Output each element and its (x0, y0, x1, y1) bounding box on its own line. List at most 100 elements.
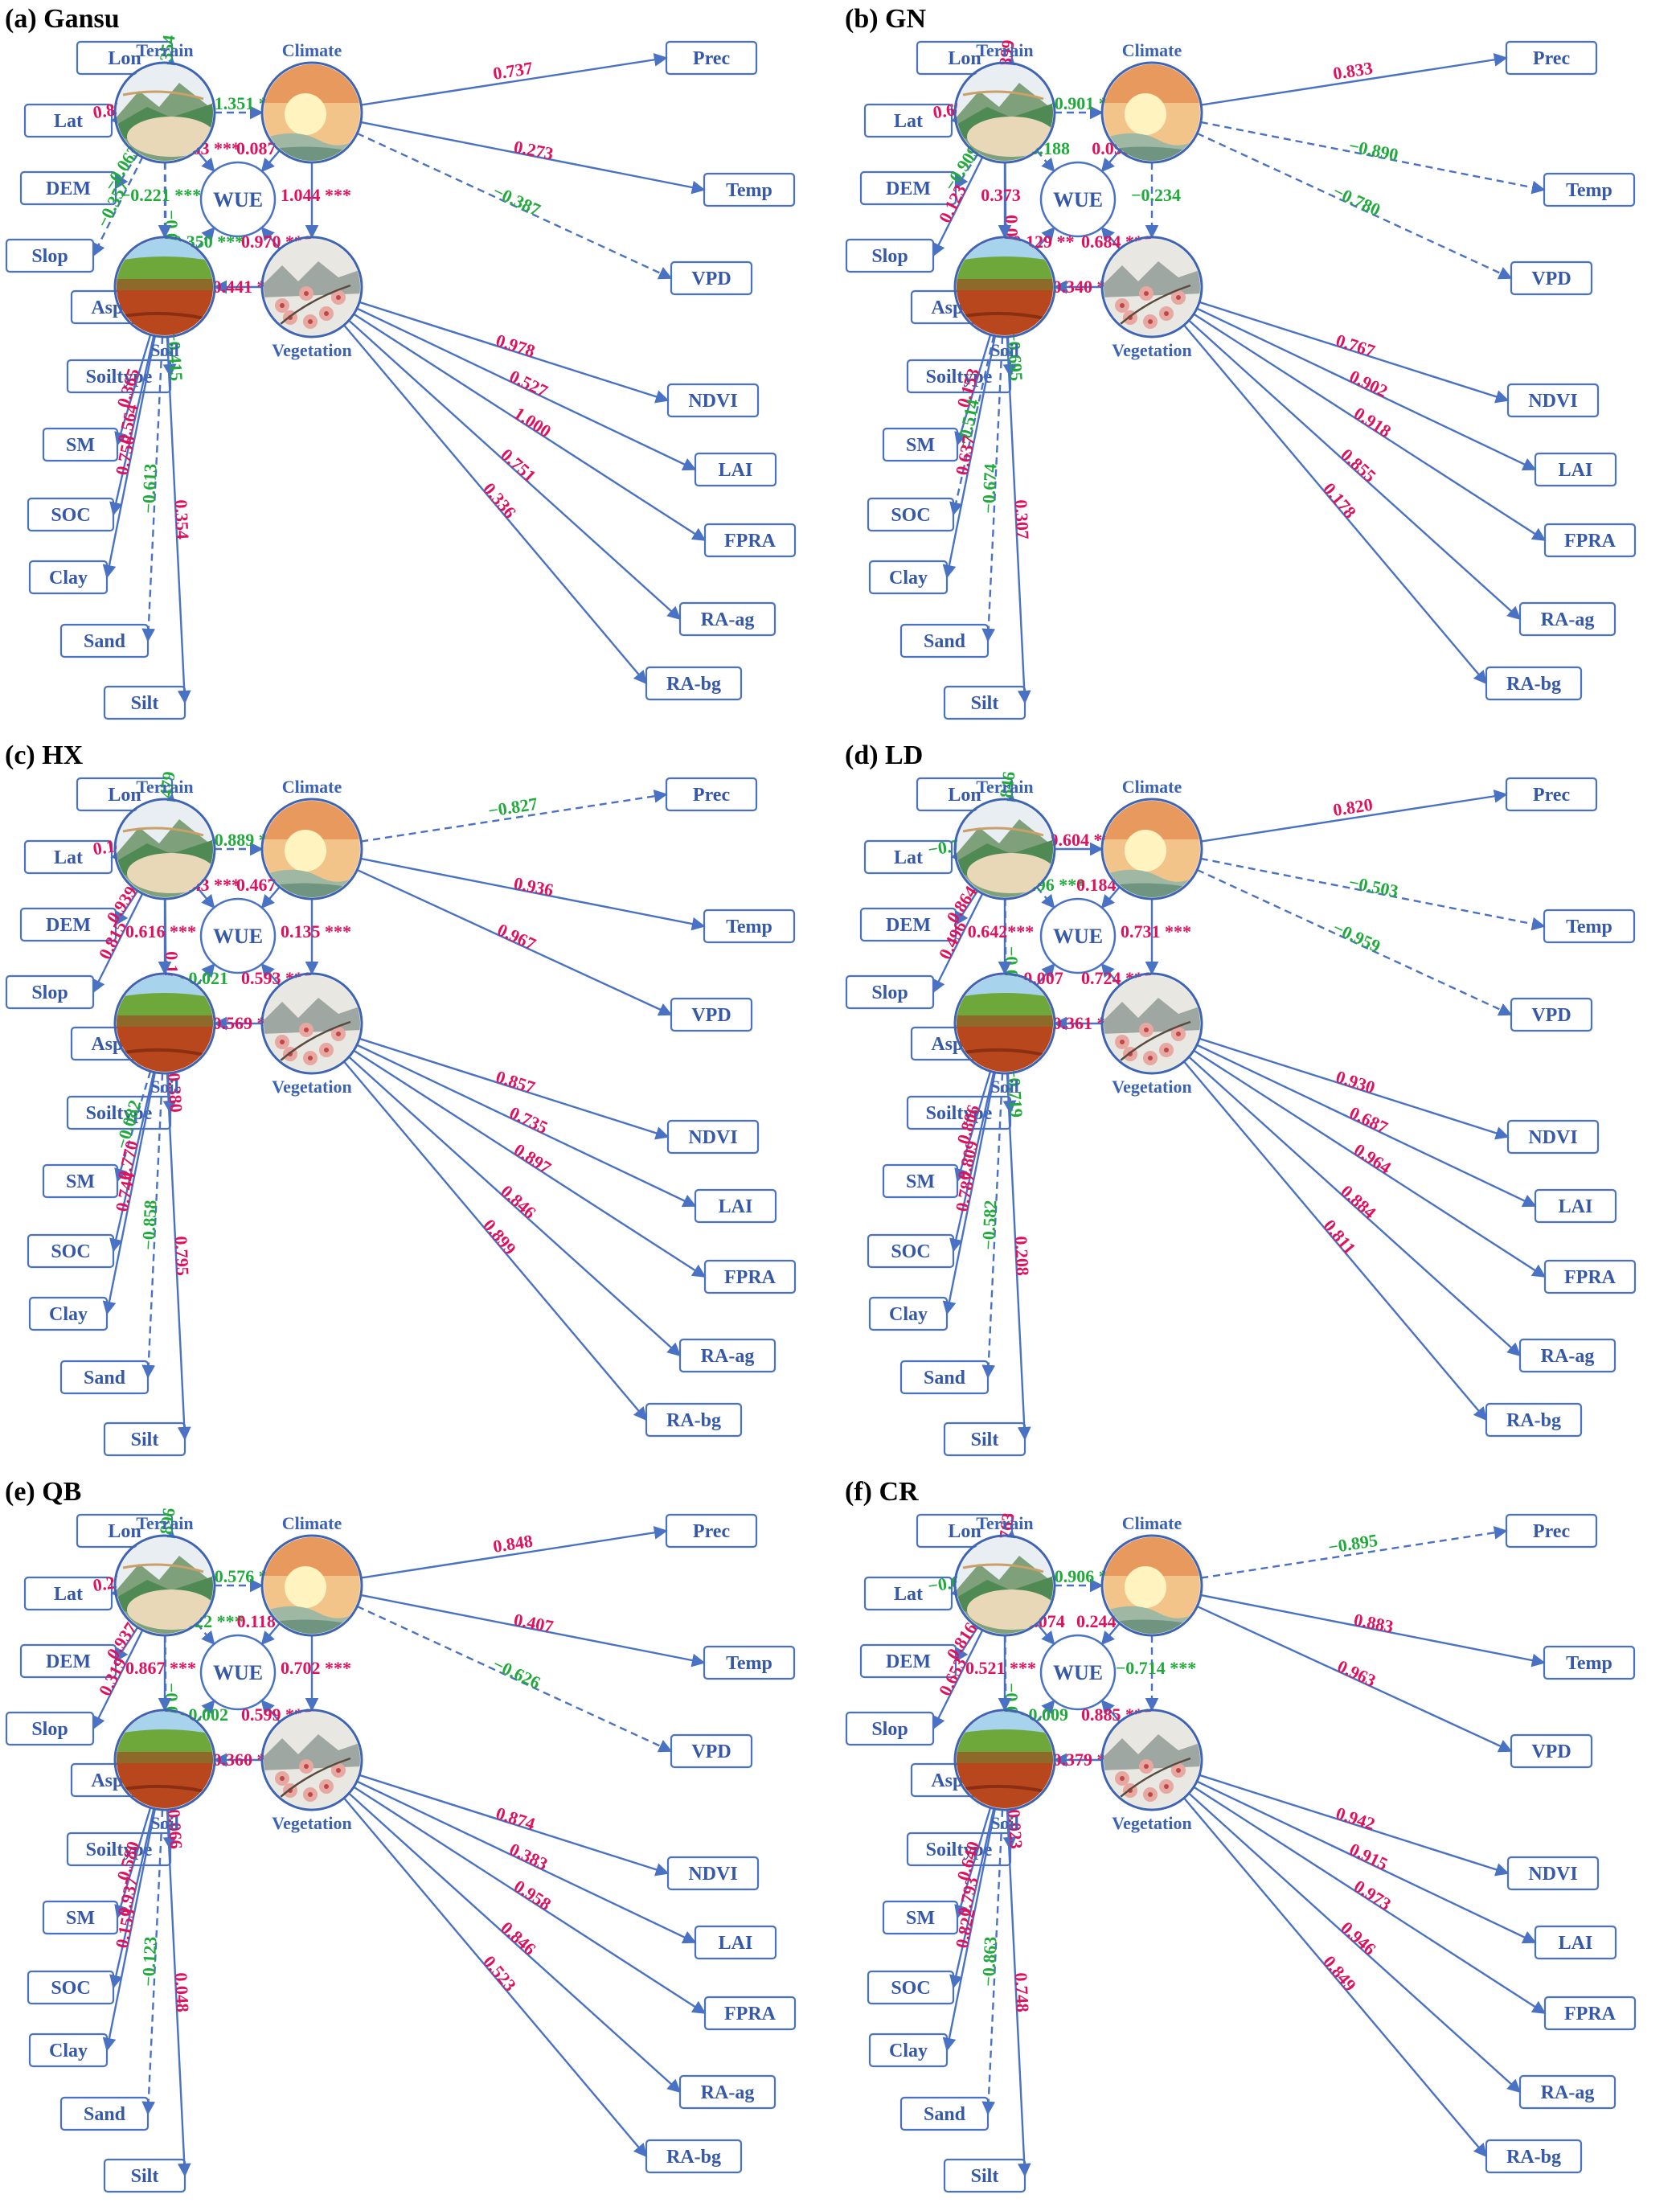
coef-terrain-soil: 0.373 (981, 185, 1021, 205)
soil-item-sm-label: SM (906, 435, 935, 456)
terrain-item-lon-label: Lon (108, 1521, 141, 1542)
arrow-soil-3 (942, 1072, 997, 1315)
veg-coef-4: 0.849 (1319, 1951, 1360, 1995)
arrow-soil-1 (954, 1807, 992, 1919)
climate-coef-2: −0.780 (1330, 181, 1383, 220)
soil-item-soiltype-label: Soiltype (86, 1103, 153, 1124)
arrow-terrain-2 (114, 1626, 139, 1663)
veg-coef-4: 0.523 (479, 1951, 520, 1995)
climate-item-temp-label: Temp (726, 1653, 772, 1674)
soil-image (957, 1712, 1053, 1808)
arrow-climate-1 (360, 121, 706, 195)
terrain-image (117, 64, 213, 161)
vegetation-node: Vegetation (1100, 1708, 1203, 1833)
vegetation-image (1104, 1712, 1200, 1808)
climate-coef-1: 0.407 (512, 1610, 555, 1637)
coef-climate-vegetation: 1.044 *** (281, 185, 351, 205)
arrow-vegetation-wue (260, 962, 281, 987)
soil-item-soc-label: SOC (891, 505, 930, 526)
veg-item-fpra-label: FPRA (724, 2004, 776, 2024)
veg-coef-4: 0.899 (479, 1215, 520, 1258)
terrain-node: Terrain (953, 1513, 1056, 1637)
soil-coef-4: −0.863 (978, 1936, 1001, 1987)
arrow-soil-wue (195, 963, 215, 987)
soil-ring (113, 972, 216, 1075)
soil-item-clay-label: Clay (49, 1304, 88, 1325)
panel-title: (f) CR (845, 1477, 919, 1507)
terrain-item-dem-label: DEM (886, 178, 931, 199)
veg-item-rabg-label: RA-bg (666, 2147, 721, 2168)
terrain-item-slop-label: Slop (871, 982, 908, 1003)
veg-item-ndvi-label: NDVI (1528, 391, 1577, 412)
climate-ring (1100, 61, 1203, 164)
arrow-vegetation-wue (1100, 226, 1121, 250)
vegetation-ring (260, 972, 363, 1075)
climate-coef-0: −0.895 (1326, 1530, 1379, 1557)
terrain-image (957, 801, 1053, 897)
veg-item-rabg-label: RA-bg (666, 674, 721, 695)
wue-label: WUE (1053, 1661, 1103, 1684)
vegetation-node: Vegetation (260, 1708, 363, 1833)
soil-item-soc-label: SOC (51, 505, 90, 526)
arrow-veg-1 (1196, 1044, 1537, 1208)
wue-node (1039, 1634, 1117, 1711)
soil-item-clay-label: Clay (49, 568, 88, 589)
terrain-label: Terrain (136, 777, 193, 797)
arrow-soil-5 (1006, 1073, 1031, 1441)
arrow-soil-3 (102, 335, 157, 579)
climate-label: Climate (282, 777, 342, 797)
arrow-terrain-3 (932, 892, 984, 994)
wue-node (199, 1634, 277, 1711)
arrow-veg-1 (356, 1044, 697, 1208)
coef-terrain-soil: 0.867 *** (125, 1658, 196, 1678)
veg-coef-0: 0.767 (1334, 330, 1378, 361)
soil-coef-5: 0.048 (171, 1972, 193, 2013)
terrain-node: Terrain (953, 777, 1056, 900)
veg-coef-3: 0.946 (1337, 1918, 1380, 1959)
arrow-climate-2 (1196, 1605, 1513, 1753)
arrow-vegetation-wue (1100, 1699, 1121, 1723)
veg-coef-3: 0.751 (497, 445, 540, 486)
veg-item-raag-label: RA-ag (1541, 2082, 1595, 2103)
arrow-veg-3 (1188, 1792, 1522, 2094)
veg-coef-4: 0.178 (1319, 478, 1360, 522)
climate-ring (260, 798, 363, 900)
arrow-climate-wue (1100, 150, 1121, 173)
terrain-node: Terrain (113, 777, 216, 900)
arrow-soil-wue (195, 1700, 215, 1723)
coef-terrain-soil: 0.521 *** (965, 1658, 1036, 1678)
veg-coef-2: 0.918 (1350, 403, 1395, 441)
veg-item-raag-label: RA-ag (701, 2082, 755, 2103)
terrain-item-slop-label: Slop (871, 1719, 908, 1740)
climate-item-prec-label: Prec (693, 1521, 731, 1542)
terrain-ring (113, 61, 216, 164)
arrow-veg-4 (343, 1060, 648, 1421)
wue-label: WUE (213, 925, 263, 948)
veg-coef-1: 0.735 (506, 1102, 551, 1138)
soil-item-soiltype-label: Soiltype (86, 1840, 153, 1860)
climate-node: Climate (260, 1513, 363, 1637)
veg-coef-2: 0.964 (1350, 1139, 1395, 1178)
arrow-soil-wue (1035, 227, 1055, 250)
arrow-veg-4 (1183, 1060, 1488, 1421)
soil-item-clay-label: Clay (889, 2041, 928, 2061)
arrow-soil-1 (114, 334, 152, 446)
terrain-item-lat-label: Lat (894, 1584, 923, 1605)
climate-item-vpd-label: VPD (1531, 269, 1571, 289)
panel-title: (b) GN (845, 4, 927, 34)
arrow-veg-0 (359, 301, 670, 404)
veg-coef-1: 0.527 (506, 366, 551, 401)
soil-node: Soil (953, 1708, 1056, 1833)
vegetation-image (264, 239, 360, 335)
climate-coef-1: 0.883 (1352, 1610, 1395, 1637)
arrow-soil-2 (109, 1808, 155, 1989)
terrain-item-slop-label: Slop (31, 246, 68, 267)
soil-item-soiltype-label: Soiltype (926, 367, 993, 388)
soil-node: Soil (953, 236, 1056, 360)
arrow-soil-5 (166, 1073, 191, 1441)
vegetation-node: Vegetation (1100, 236, 1203, 360)
climate-ring (260, 1534, 363, 1637)
climate-item-prec-label: Prec (1533, 785, 1571, 806)
